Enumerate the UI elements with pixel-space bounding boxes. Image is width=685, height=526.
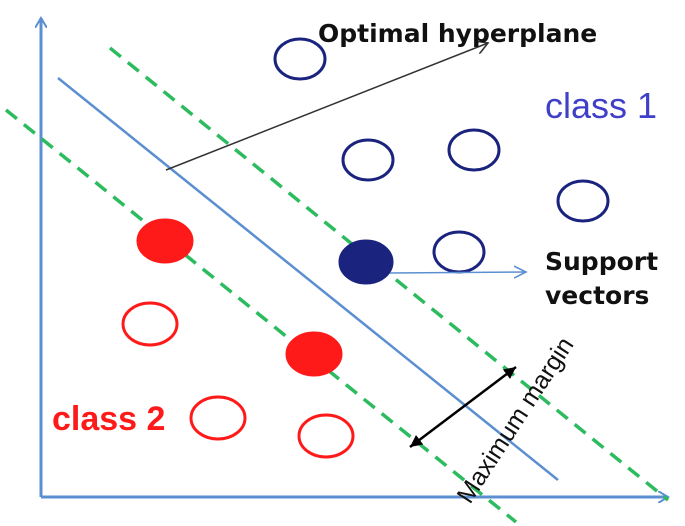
margin-line-upper (108, 46, 670, 502)
hyperplane-pointer-arrow (165, 43, 488, 171)
optimal-hyperplane-label: Optimal hyperplane (318, 19, 597, 48)
class2-point (297, 413, 355, 459)
class1-point (447, 128, 501, 172)
class1-point (432, 230, 486, 274)
class2-support-vector (285, 331, 343, 377)
class1-support-vector (338, 239, 394, 285)
class2-points (121, 218, 355, 459)
class1-points (273, 37, 610, 285)
class1-point (273, 37, 327, 81)
class2-point (121, 301, 179, 347)
support-vectors-label-line2: vectors (545, 281, 649, 310)
maximum-margin-label: Maximum margin (452, 332, 580, 508)
maximum-margin-arrow (409, 366, 517, 448)
class1-point (556, 179, 610, 223)
margin-line-lower (4, 108, 518, 524)
support-vectors-arrow (389, 272, 526, 273)
class2-support-vector (136, 218, 194, 264)
class2-label: class 2 (52, 400, 165, 438)
class2-point (189, 395, 247, 441)
class1-point (341, 138, 395, 182)
class1-label: class 1 (545, 85, 657, 126)
support-vectors-label-line1: Support (545, 247, 658, 276)
